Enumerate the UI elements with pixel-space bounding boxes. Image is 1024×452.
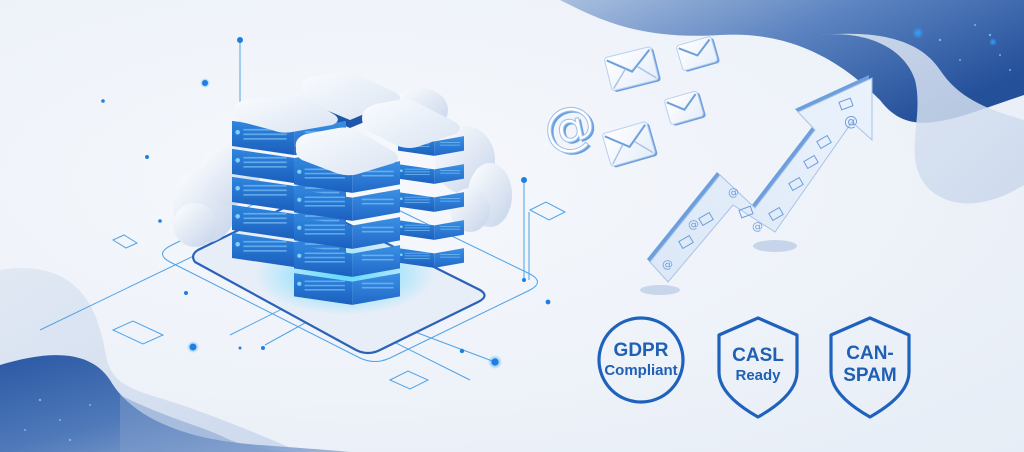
growth-arrow-icon: @ @ @ @ @ (647, 75, 873, 283)
svg-text:@: @ (540, 94, 603, 164)
badge-subtitle: Compliant (604, 362, 678, 380)
can-spam-badge: CAN- SPAM (831, 330, 909, 400)
svg-text:@: @ (844, 114, 858, 130)
svg-text:@: @ (538, 93, 601, 163)
badge-title: CASL (732, 345, 784, 367)
badge-title: CAN- (846, 343, 894, 365)
svg-text:@: @ (688, 218, 699, 231)
server-column-front (294, 127, 400, 305)
casl-ready-badge: CASL Ready (719, 330, 797, 400)
cloud-left (173, 145, 260, 247)
svg-text:@: @ (662, 258, 673, 271)
at-sign-icon: @ @ (537, 92, 603, 164)
gdpr-compliant-badge: GDPR Compliant (599, 318, 683, 402)
badge-subtitle: Ready (735, 367, 781, 385)
casl-shield-outline (717, 316, 799, 419)
badge-subtitle: SPAM (843, 365, 897, 386)
server-column-right (362, 99, 464, 268)
envelope-icon (602, 121, 658, 168)
badge-title: GDPR (613, 340, 669, 362)
envelope-icon (676, 36, 720, 72)
envelope-icon (664, 90, 706, 126)
server-column-left (232, 95, 346, 268)
svg-text:@: @ (728, 186, 739, 199)
canspam-shield-outline (829, 316, 911, 419)
gdpr-circle-outline (597, 316, 685, 404)
svg-text:@: @ (752, 220, 763, 233)
envelope-icon (604, 46, 661, 92)
